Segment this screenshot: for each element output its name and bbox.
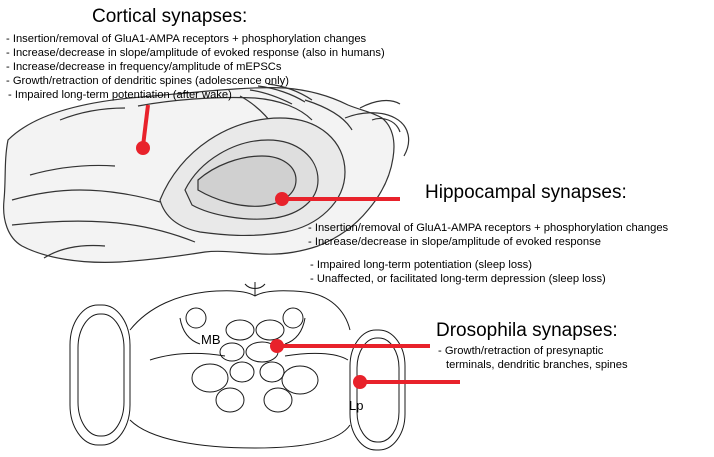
fly-brain-drawing <box>69 282 406 451</box>
cortical-item: - Impaired long-term potentiation (after… <box>8 89 232 101</box>
hippocampal-marker <box>275 192 400 206</box>
hippocampal-item: - Unaffected, or facilitated long-term d… <box>310 273 606 285</box>
cortical-marker <box>136 104 150 155</box>
drosophila-title: Drosophila synapses: <box>436 320 618 341</box>
drosophila-item: terminals, dendritic branches, spines <box>446 359 628 371</box>
mb-marker <box>270 339 430 353</box>
mb-label: MB <box>201 332 221 347</box>
cortical-item: - Increase/decrease in slope/amplitude o… <box>6 47 385 59</box>
cortical-item: - Growth/retraction of dendritic spines … <box>6 75 289 87</box>
cortical-item: - Increase/decrease in frequency/amplitu… <box>6 61 282 73</box>
drosophila-item: - Growth/retraction of presynaptic <box>438 345 604 357</box>
hippocampal-item: - Increase/decrease in slope/amplitude o… <box>308 236 601 248</box>
hippocampal-title: Hippocampal synapses: <box>425 182 627 203</box>
lp-marker <box>353 375 460 389</box>
hippocampal-item: - Insertion/removal of GluA1-AMPA recept… <box>308 222 669 234</box>
hippocampal-item: - Impaired long-term potentiation (sleep… <box>310 259 532 271</box>
cortical-item: - Insertion/removal of GluA1-AMPA recept… <box>6 33 367 45</box>
cortical-title: Cortical synapses: <box>92 6 248 27</box>
lp-label: Lp <box>349 398 364 413</box>
